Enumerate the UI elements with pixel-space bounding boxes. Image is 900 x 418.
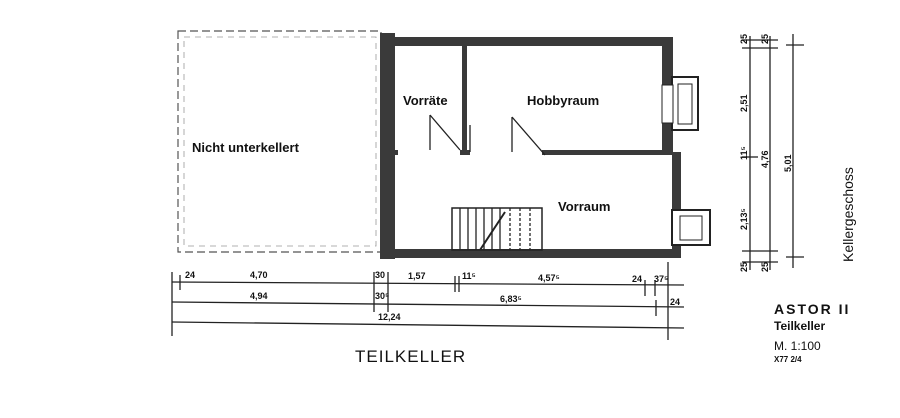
room-label-hobby: Hobbyraum [527,93,599,108]
dim-label: 25 [739,34,749,44]
dim-label: 2,51 [739,94,749,112]
dim-label: 37⁵ [654,274,668,284]
dim-label: 5,01 [783,154,793,172]
dim-label: 30 [375,270,385,280]
dim-label: 4,94 [250,291,268,301]
dim-label: 11⁵ [462,271,476,281]
scale-label: M. 1:100 [774,339,821,353]
doors [398,114,546,157]
dim-label: 25 [739,262,749,272]
dim-label: 4,70 [250,270,268,280]
room-label-unexcavated: Nicht unterkellert [192,140,300,155]
title-block: ASTOR II Teilkeller M. 1:100 X77 2/4 [774,301,850,364]
dim-label: 6,83⁵ [500,294,522,304]
windows [661,76,711,246]
project-name: ASTOR II [774,301,850,317]
stairs [451,207,543,251]
room-label-storage: Vorräte [403,93,448,108]
dim-label: 11⁵ [739,146,749,160]
dim-label: 25 [760,262,770,272]
horizontal-dimensions [171,262,685,340]
drawing-title: TEILKELLER [355,347,466,366]
dim-label: 4,76 [760,150,770,168]
vertical-dimensions [742,34,804,270]
dim-label: 4,57⁵ [538,273,560,283]
project-subtitle: Teilkeller [774,319,825,333]
drawing-code: X77 2/4 [774,355,802,364]
dim-label: 24 [670,297,680,307]
dim-label: 24 [185,270,195,280]
room-label-hall: Vorraum [558,199,611,214]
dim-label: 25 [760,34,770,44]
dim-label: 12,24 [378,312,401,322]
dim-label: 30⁵ [375,291,389,301]
dim-label: 24 [632,274,642,284]
dim-label: 1,57 [408,271,426,281]
dim-label: 2,13⁵ [739,208,749,230]
floor-label: Kellergeschoss [840,167,856,262]
